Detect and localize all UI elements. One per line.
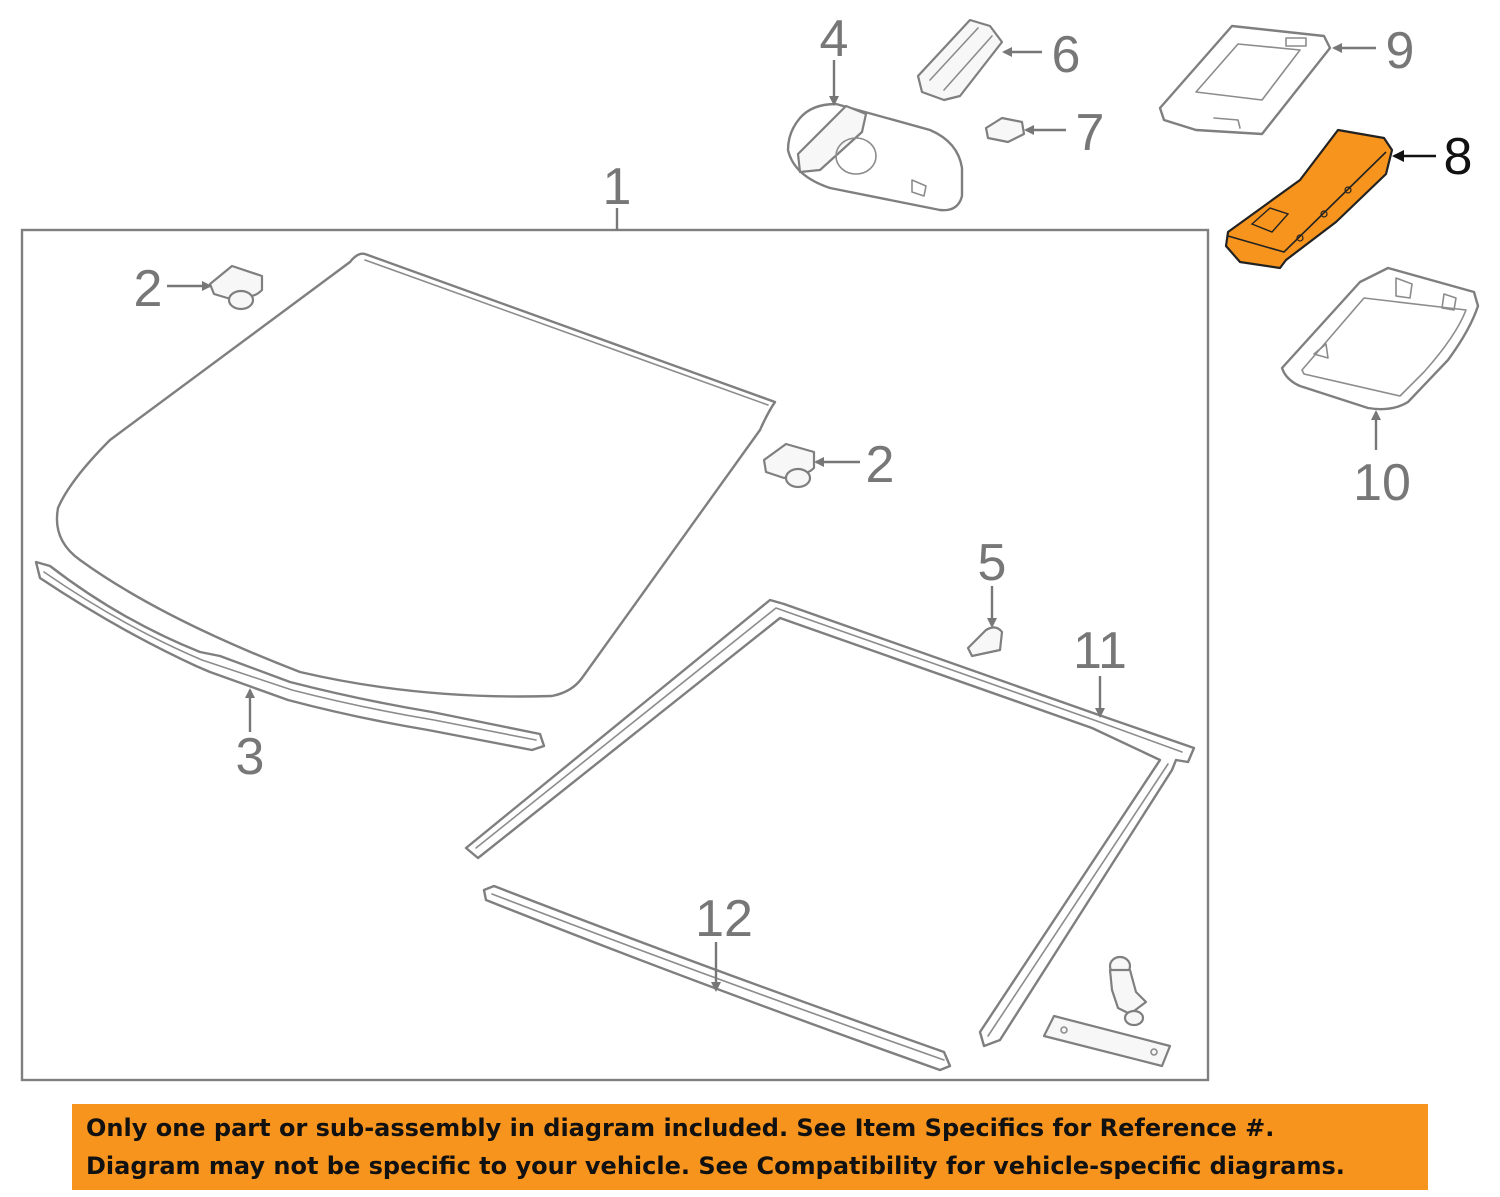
callout-8: 8 — [1444, 128, 1473, 186]
mirror-bracket — [916, 18, 1004, 102]
callout-3: 3 — [236, 728, 265, 786]
callout-1: 1 — [603, 158, 632, 216]
callout-12: 12 — [695, 890, 753, 948]
callout-5: 5 — [978, 534, 1007, 592]
callout-7: 7 — [1076, 104, 1105, 162]
small-clip — [984, 116, 1026, 144]
rear-view-mirror — [786, 102, 964, 212]
sensor-bracket — [1158, 24, 1332, 136]
rain-sensor-highlighted — [1224, 128, 1394, 270]
disclaimer-line-2: Diagram may not be specific to your vehi… — [86, 1152, 1345, 1180]
callout-2a: 2 — [134, 260, 163, 318]
windshield-weatherstrip — [464, 598, 1196, 1048]
callout-11: 11 — [1073, 622, 1127, 680]
disclaimer-line-1: Only one part or sub-assembly in diagram… — [86, 1114, 1275, 1142]
mounting-plate — [1042, 1014, 1172, 1068]
push-fastener — [1108, 955, 1148, 1027]
callout-6: 6 — [1052, 26, 1081, 84]
callout-4: 4 — [820, 10, 849, 68]
assembly-frame — [20, 228, 1210, 1082]
small-cover — [966, 626, 1004, 658]
sensor-cover — [1280, 266, 1480, 411]
callout-10: 10 — [1353, 454, 1411, 512]
callout-9: 9 — [1386, 22, 1415, 80]
clip-upper — [208, 264, 264, 311]
disclaimer-banner: Only one part or sub-assembly in diagram… — [72, 1104, 1428, 1190]
lower-moulding — [34, 560, 546, 752]
callout-2b: 2 — [866, 436, 895, 494]
clip-lower — [762, 442, 816, 489]
windshield-glass — [55, 252, 777, 698]
